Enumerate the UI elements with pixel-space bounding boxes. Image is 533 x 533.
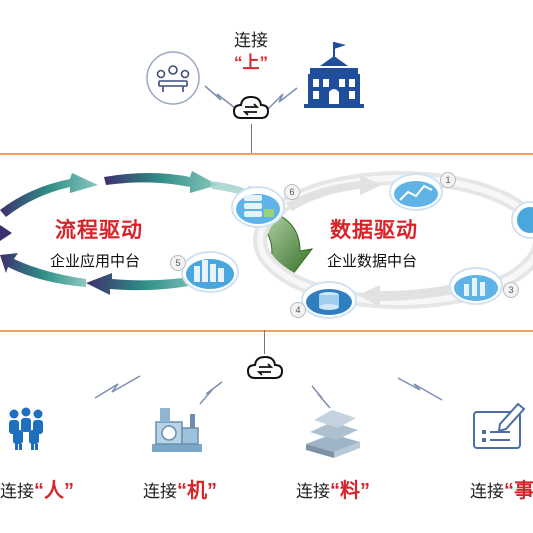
node-city-buildings	[180, 250, 240, 294]
connect-event-target: “事	[504, 480, 533, 502]
right-loop-title: 数据驱动	[330, 219, 418, 242]
connect-material-prefix: 连接	[296, 482, 330, 501]
node-number-6: 6	[284, 184, 300, 200]
node-bar-chart	[448, 266, 504, 306]
connect-event-prefix: 连接	[470, 482, 504, 501]
top-cloud-icon	[232, 92, 270, 124]
connect-machine-prefix: 连接	[143, 482, 177, 501]
connect-material-target: “料”	[330, 480, 370, 502]
connect-up-target: “上”	[234, 53, 268, 72]
right-loop-arrow-top	[286, 175, 382, 211]
task-card-icon	[470, 400, 528, 454]
bottom-connector-line	[264, 330, 265, 354]
connect-up-label: 连接 “上”	[226, 30, 276, 74]
connect-people-target: “人”	[34, 480, 74, 502]
connect-material-label: 连接“料”	[296, 474, 370, 503]
bottom-cloud-icon	[246, 352, 284, 384]
node-number-5: 5	[170, 255, 186, 271]
machine-icon	[146, 400, 208, 458]
connect-machine-label: 连接“机”	[143, 474, 217, 503]
meeting-icon	[145, 50, 201, 106]
node-line-chart	[388, 172, 444, 212]
material-stack-icon	[300, 404, 366, 458]
left-loop-arrow-top-2	[104, 171, 218, 193]
top-lightning-links	[204, 85, 298, 111]
top-connector-line	[251, 124, 252, 154]
left-loop-arrow-bottom-1	[86, 273, 204, 295]
connect-people-label: 连接“人”	[0, 474, 74, 503]
connect-event-label: 连接“事	[470, 474, 533, 503]
node-number-4: 4	[290, 302, 306, 318]
people-icon	[2, 404, 50, 452]
node-number-1: 1	[440, 172, 456, 188]
left-loop-arrow-top-1	[0, 173, 98, 217]
node-database	[300, 280, 358, 320]
left-loop-subtitle: 企业应用中台	[50, 253, 141, 270]
node-globe	[508, 200, 533, 240]
connect-machine-target: “机”	[177, 480, 217, 502]
right-loop-arrow-bottom	[358, 281, 470, 307]
node-server-stack	[230, 185, 286, 229]
right-loop-subtitle: 企业数据中台	[327, 253, 418, 270]
left-loop-arrow-bottom-2	[0, 253, 86, 287]
left-loop-title: 流程驱动	[55, 219, 143, 242]
bottom-lightning-links	[94, 375, 443, 409]
left-loop-arrow-bottom-3	[0, 225, 12, 241]
connect-people-prefix: 连接	[0, 482, 34, 501]
connect-up-prefix: 连接	[234, 31, 268, 50]
government-building-icon	[296, 38, 372, 114]
node-number-3: 3	[503, 282, 519, 298]
